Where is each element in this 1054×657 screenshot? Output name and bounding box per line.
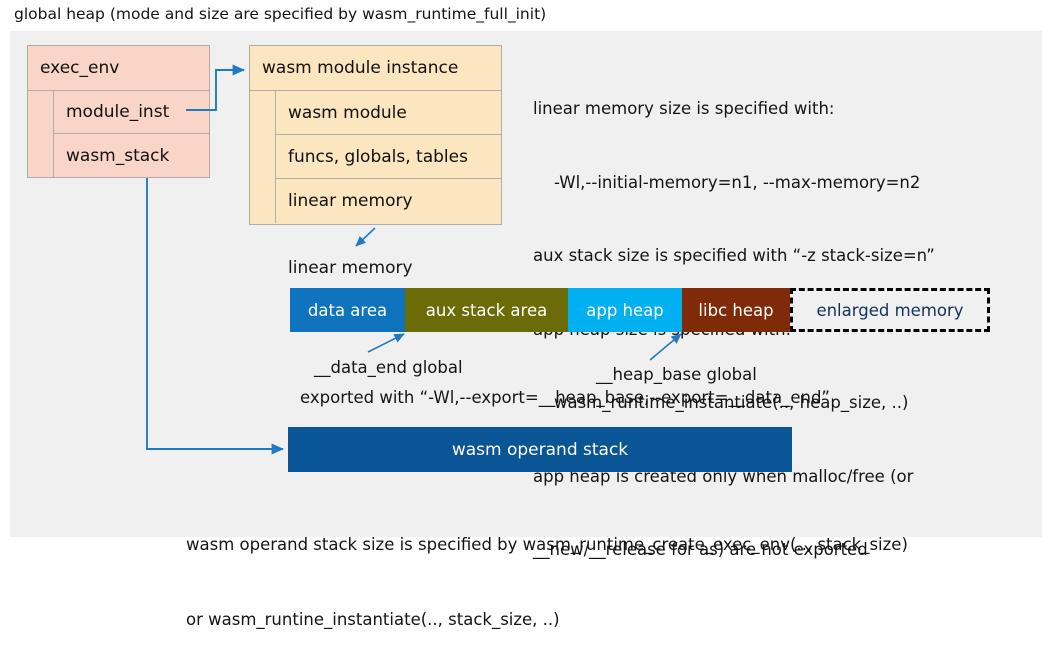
wasm-operand-stack-box: wasm operand stack — [288, 427, 792, 472]
module-instance-gutter — [250, 91, 276, 223]
memory-segment-app-heap: app heap — [568, 288, 682, 332]
memory-segment-enlarged-memory: enlarged memory — [790, 288, 990, 332]
info-line-1: linear memory size is specified with: — [533, 99, 835, 118]
linear-memory-bar: data area aux stack area app heap libc h… — [290, 288, 990, 332]
annotation-exported-with: exported with “-Wl,--export=__heap_base,… — [300, 388, 830, 407]
exec-env-body: module_inst wasm_stack — [28, 91, 209, 177]
wasm-module-instance-box: wasm module instance wasm module funcs, … — [249, 45, 502, 225]
module-instance-header: wasm module instance — [250, 46, 501, 91]
info-line-2: -Wl,--initial-memory=n1, --max-memory=n2 — [533, 172, 921, 192]
module-instance-body: wasm module funcs, globals, tables linea… — [250, 91, 501, 223]
info-line-5: wasm_runtime_instantiate(.., heap_size, … — [533, 393, 909, 412]
operand-stack-info-text: wasm operand stack size is specified by … — [186, 482, 908, 657]
page-title: global heap (mode and size are specified… — [14, 5, 547, 23]
exec-env-gutter — [28, 91, 54, 177]
bottom-line-2: or wasm_runtine_instantiate(.., stack_si… — [186, 610, 560, 629]
info-line-3: aux stack size is specified with “-z sta… — [533, 246, 935, 265]
memory-segment-aux-stack-area: aux stack area — [405, 288, 568, 332]
exec-env-row-wasm-stack: wasm_stack — [66, 145, 170, 166]
annotation-data-end-global: __data_end global — [314, 358, 463, 377]
exec-env-header: exec_env — [28, 46, 209, 91]
module-instance-row-linear-memory: linear memory — [288, 191, 413, 211]
exec-env-row-module-inst: module_inst — [54, 91, 209, 134]
module-instance-rows: wasm module funcs, globals, tables linea… — [276, 91, 501, 223]
memory-segment-data-area: data area — [290, 288, 405, 332]
module-instance-row-funcs-globals-tables: funcs, globals, tables — [276, 135, 501, 179]
memory-segment-libc-heap: libc heap — [682, 288, 790, 332]
exec-env-rows: module_inst wasm_stack — [54, 91, 209, 177]
module-instance-row-wasm-module: wasm module — [276, 91, 501, 135]
linear-memory-label: linear memory — [288, 258, 413, 278]
exec-env-box: exec_env module_inst wasm_stack — [27, 45, 210, 178]
annotation-heap-base-global: __heap_base global — [596, 365, 757, 384]
bottom-line-1: wasm operand stack size is specified by … — [186, 535, 908, 554]
